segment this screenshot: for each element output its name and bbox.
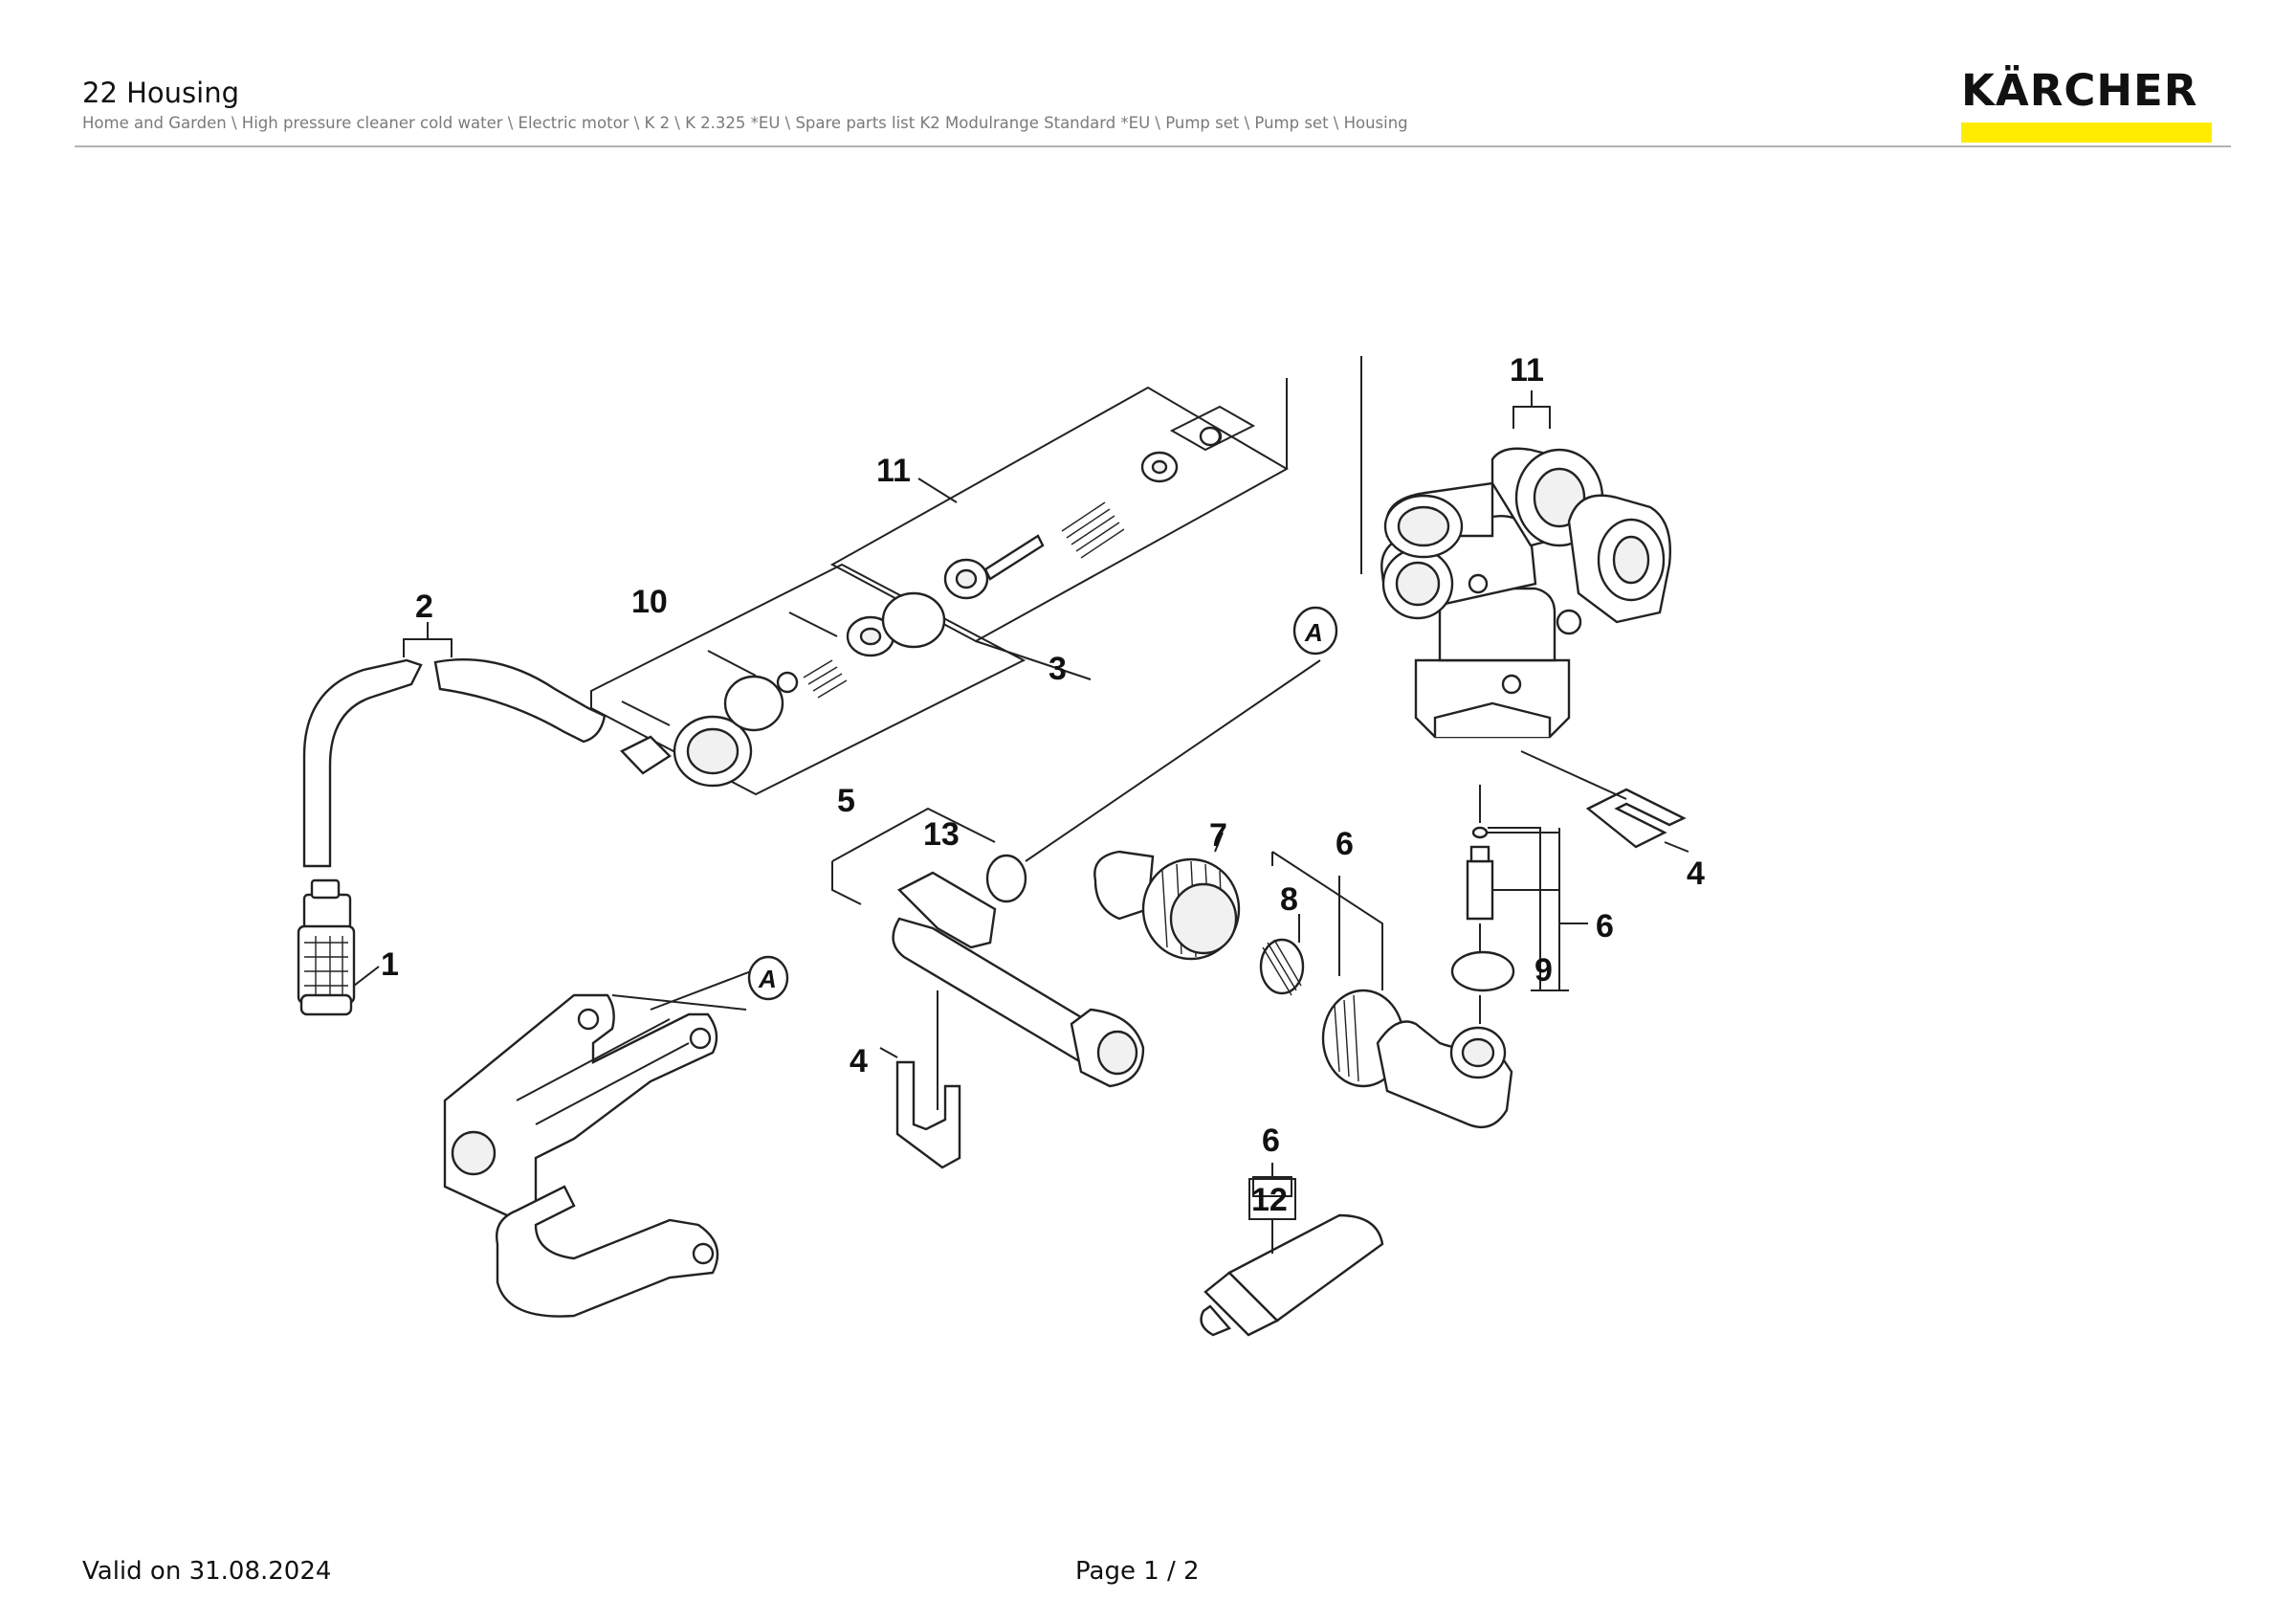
part-5-bracket: [831, 659, 1321, 1088]
logo-yellow-bar: [1961, 122, 2212, 143]
label-part-7: 7: [1209, 817, 1227, 854]
part-2-hose: [302, 622, 607, 868]
label-part-4-center: 4: [850, 1043, 868, 1079]
reference-a-bottom-label: A: [758, 965, 777, 993]
label-part-6-right: 6: [1596, 908, 1614, 945]
label-part-2: 2: [415, 589, 433, 625]
label-part-9: 9: [1534, 952, 1553, 989]
part-7-connector: [1093, 832, 1241, 961]
frame-bracket: [443, 970, 752, 1318]
valid-date: Valid on 31.08.2024: [82, 1557, 332, 1586]
karcher-logo: KÄRCHER: [1961, 67, 2214, 143]
label-part-3: 3: [1049, 651, 1067, 687]
part-4-clip-center: [879, 990, 961, 1169]
label-part-11-top: 11: [1510, 352, 1544, 389]
reference-a-top-label: A: [1304, 618, 1323, 647]
part-4-clip-right: [1520, 750, 1689, 853]
part-6-group-center: [1259, 851, 1513, 1129]
page-title: 22 Housing: [82, 77, 240, 109]
breadcrumb: Home and Garden \ High pressure cleaner …: [82, 114, 1408, 132]
label-part-4-right: 4: [1687, 856, 1705, 892]
label-part-6-top: 6: [1336, 826, 1354, 862]
reference-a-bottom: A: [747, 955, 789, 1001]
logo-wordmark: KÄRCHER: [1961, 65, 2198, 116]
label-part-1: 1: [381, 946, 399, 983]
part-12-grease-tube: [1200, 1163, 1384, 1337]
label-part-11-left: 11: [876, 453, 911, 489]
part-1-filter: [297, 878, 380, 1016]
page-number: Page 1 / 2: [1075, 1557, 1200, 1586]
part-10-valve-assembly: [590, 563, 1027, 796]
reference-a-top: A: [1292, 606, 1338, 656]
label-part-8: 8: [1280, 881, 1298, 918]
label-part-12: 12: [1251, 1182, 1288, 1218]
part-6-group-right: [1450, 785, 1588, 1024]
label-part-13: 13: [923, 816, 960, 853]
header-divider: [75, 145, 2231, 147]
label-part-5: 5: [837, 783, 855, 819]
part-11-valve-parts: [829, 378, 1290, 680]
label-part-10: 10: [631, 584, 668, 620]
label-part-6-bottom: 6: [1262, 1123, 1280, 1159]
housing-main: [1360, 356, 1671, 739]
